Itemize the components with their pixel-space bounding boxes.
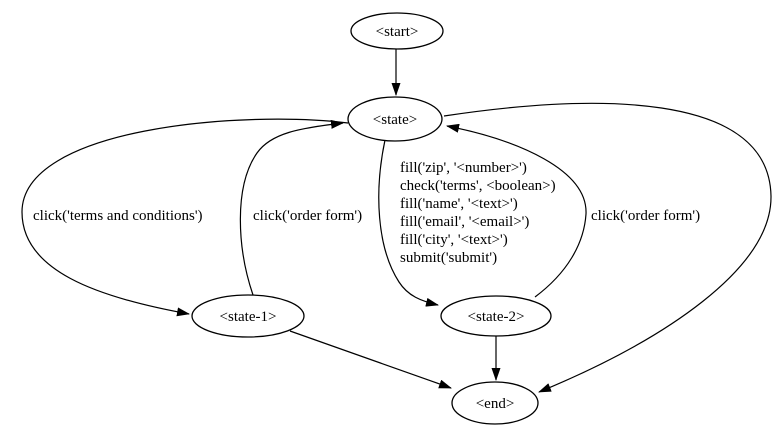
- edge-label-order-form-right: click('order form'): [591, 208, 700, 224]
- edge-group: [21, 49, 772, 393]
- node-state-2-ellipse: [440, 295, 552, 337]
- edge-label-terms-and-conditions: click('terms and conditions'): [33, 208, 203, 224]
- node-end-ellipse: [451, 381, 539, 425]
- check-terms-line: check('terms', <boolean>): [400, 178, 556, 194]
- node-state: <state>: [347, 96, 443, 142]
- node-state-ellipse: [347, 96, 443, 142]
- edge-state2-to-state: [446, 123, 587, 298]
- node-start-ellipse: [350, 12, 444, 50]
- node-group: <start> <state> <state-1> <state-2> <end…: [191, 12, 552, 425]
- fill-email-line: fill('email', '<email>'): [400, 214, 529, 230]
- node-state-2-label: <state-2>: [468, 309, 525, 325]
- edge-state-to-state2: [378, 139, 439, 307]
- edge-state-to-end: [443, 102, 772, 393]
- edge-state1-to-end: [289, 330, 452, 389]
- edge-label-fill-submit-block: fill('zip', '<number>') check('terms', <…: [400, 160, 556, 266]
- fill-city-line: fill('city', '<text>'): [400, 232, 508, 248]
- edge-state1-to-state: [239, 119, 344, 296]
- edge-label-order-form-left: click('order form'): [253, 208, 362, 224]
- node-state-1: <state-1>: [191, 294, 305, 338]
- node-start: <start>: [350, 12, 444, 50]
- edge-label-group: click('terms and conditions') click('ord…: [33, 160, 700, 266]
- node-state-1-label: <state-1>: [220, 309, 277, 325]
- submit-line: submit('submit'): [400, 250, 497, 266]
- fill-zip-line: fill('zip', '<number>'): [400, 160, 527, 176]
- node-state-label: <state>: [373, 112, 417, 128]
- node-end-label: <end>: [476, 396, 515, 412]
- node-state-2: <state-2>: [440, 295, 552, 337]
- node-start-label: <start>: [376, 24, 419, 40]
- fill-name-line: fill('name', '<text>'): [400, 196, 518, 212]
- node-state-1-ellipse: [191, 294, 305, 338]
- edge-state-to-state1: [21, 118, 349, 317]
- node-end: <end>: [451, 381, 539, 425]
